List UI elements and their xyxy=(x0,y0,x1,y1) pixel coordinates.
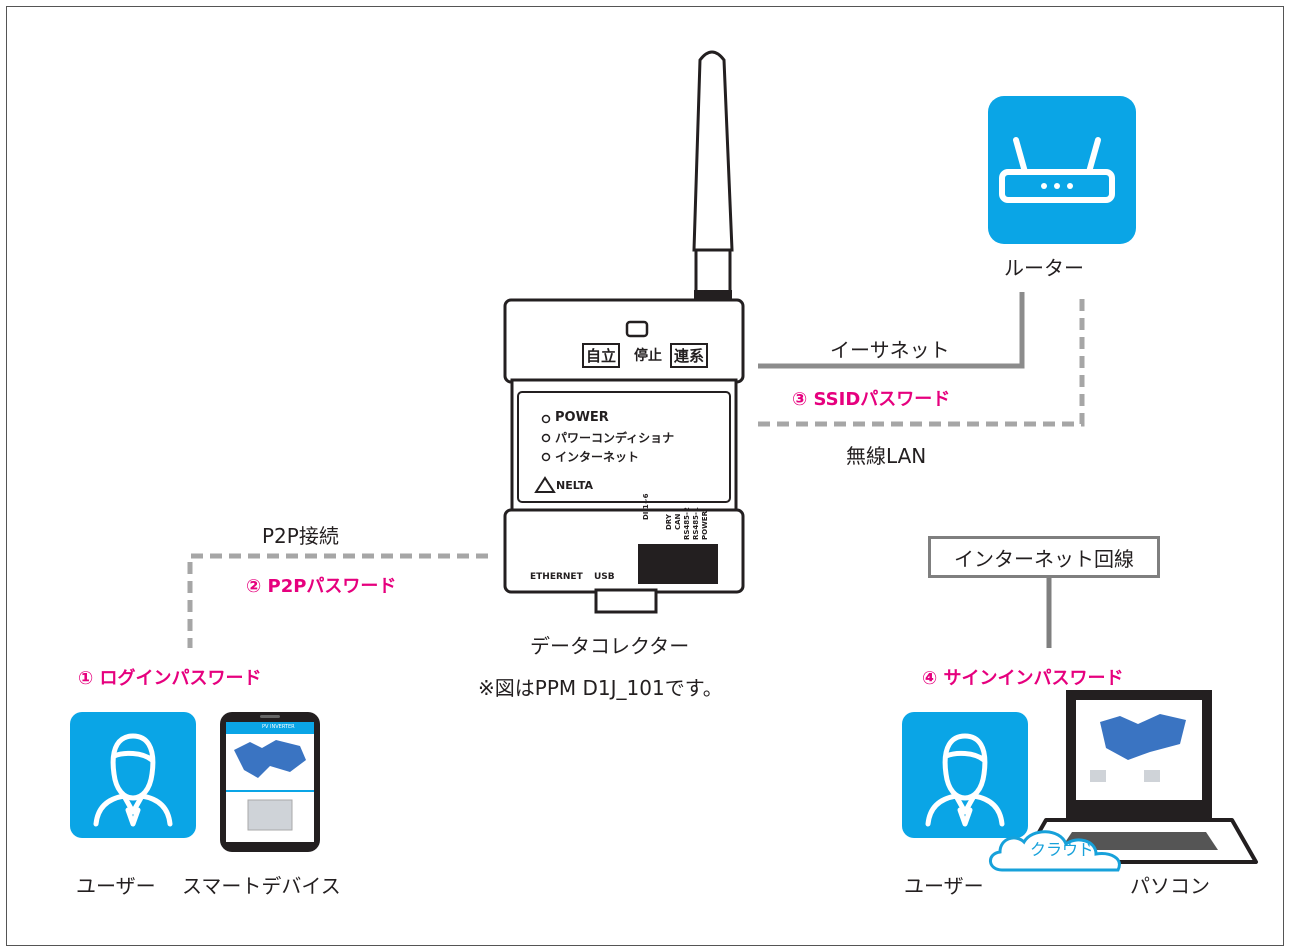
brand-label: NELTA xyxy=(556,479,594,492)
terminal-label-rs485-2: RS485-2 xyxy=(683,507,691,540)
wireless-line xyxy=(758,292,1085,427)
cloud-icon xyxy=(989,830,1121,872)
port-ethernet-label: ETHERNET xyxy=(530,572,583,582)
user-icon xyxy=(93,733,173,827)
phone-section-label: PV INVERTER xyxy=(262,724,295,730)
collector-label: データコレクター xyxy=(530,634,690,658)
internet-line-box: インターネット回線 xyxy=(928,536,1160,578)
pc-label: パソコン xyxy=(1130,874,1210,898)
cloud-label: クラウド xyxy=(1030,840,1095,859)
user-label-right: ユーザー xyxy=(904,874,984,898)
router-icon xyxy=(999,137,1115,203)
led-label-pcs: パワーコンディショナ xyxy=(555,431,675,445)
switch-label-right: 連系 xyxy=(670,343,709,368)
ethernet-label: イーサネット xyxy=(830,338,950,362)
data-collector-device xyxy=(503,298,745,614)
p2p-label: P2P接続 xyxy=(262,524,339,548)
signin-password-label: ④ サインインパスワード xyxy=(922,668,1124,689)
user-tile-right xyxy=(902,712,1028,838)
router-label: ルーター xyxy=(1004,256,1084,280)
router-dots-icon xyxy=(1041,183,1073,189)
terminal-label-rs485-1: RS485-1 xyxy=(692,507,700,540)
ssid-password-label: ③ SSIDパスワード xyxy=(792,389,951,410)
switch-label-left: 自立 xyxy=(582,343,621,368)
user-tile-left xyxy=(70,712,196,838)
terminal-label-dry: DRY xyxy=(665,514,673,530)
p2p-password-label: ② P2Pパスワード xyxy=(246,576,397,597)
antenna-icon xyxy=(692,50,734,300)
led-icons xyxy=(541,414,551,462)
port-usb-label: USB xyxy=(594,572,615,582)
terminal-label-power: POWER xyxy=(701,511,709,540)
login-password-label: ① ログインパスワード xyxy=(78,668,262,689)
wireless-label: 無線LAN xyxy=(846,444,927,468)
brand-logo-icon xyxy=(534,476,556,493)
p2p-line xyxy=(187,553,488,648)
collector-note: ※図はPPM D1J_101です。 xyxy=(478,676,723,700)
led-label-power: POWER xyxy=(555,410,609,425)
switch-label-mid: 停止 xyxy=(634,348,662,364)
user-icon xyxy=(925,733,1005,827)
smart-device-label: スマートデバイス xyxy=(182,874,341,898)
terminal-label-di: DI 1~6 xyxy=(642,493,650,520)
laptop-icon xyxy=(1020,690,1258,864)
led-label-internet: インターネット xyxy=(555,450,640,464)
smartphone-icon xyxy=(220,712,320,852)
internet-line-label: インターネット回線 xyxy=(954,546,1134,571)
user-label-left: ユーザー xyxy=(76,874,156,898)
ethernet-line xyxy=(758,292,1025,369)
terminal-label-can: CAN xyxy=(674,513,682,530)
